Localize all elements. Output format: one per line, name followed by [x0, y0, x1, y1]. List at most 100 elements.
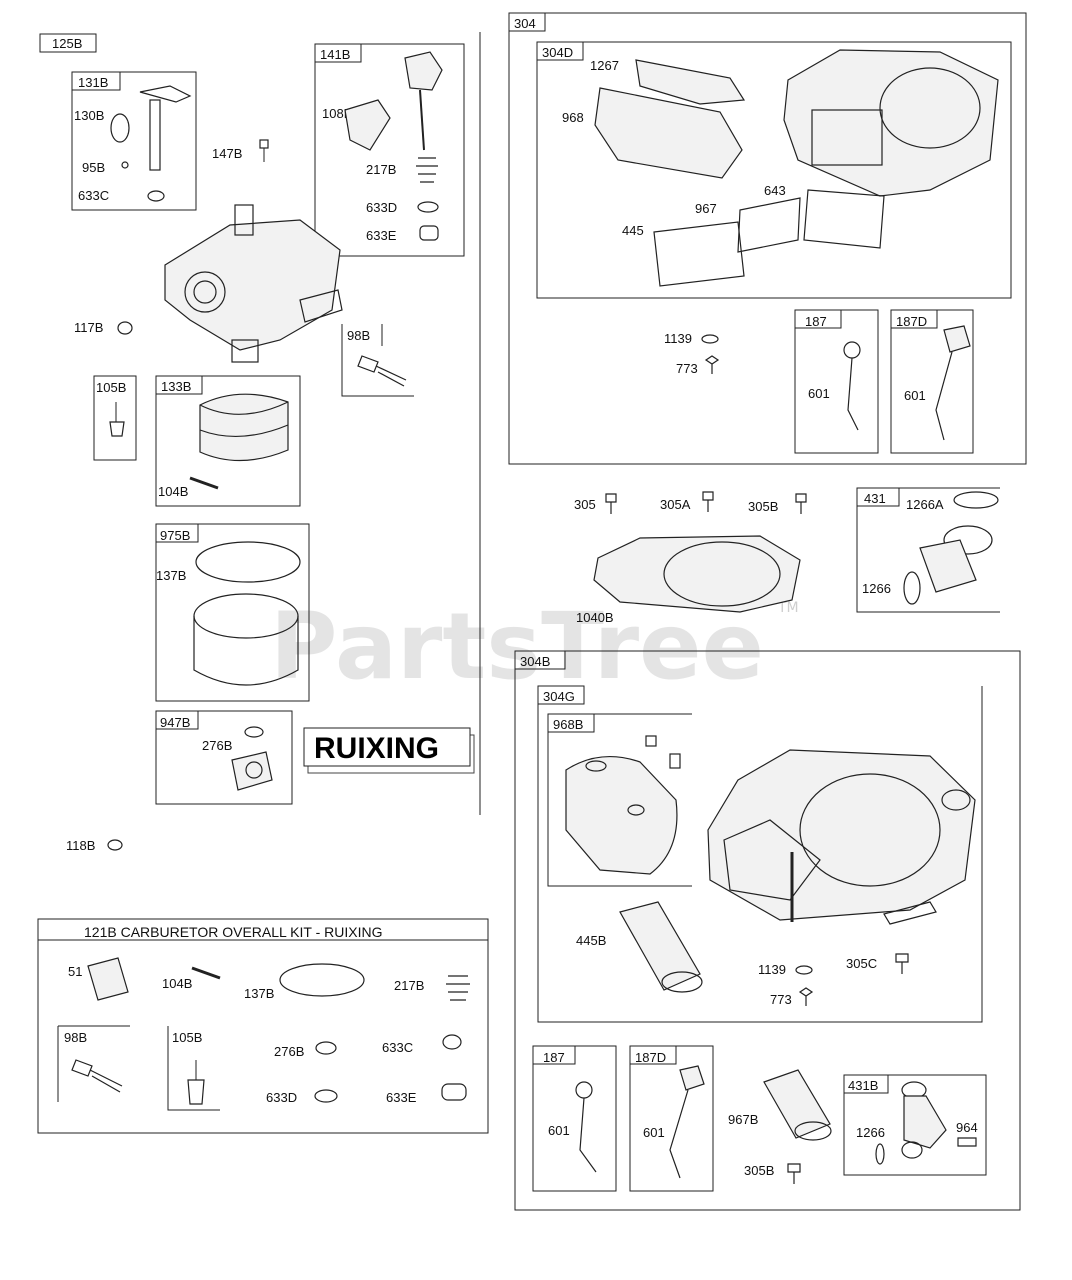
screw-147B-drawing	[259, 139, 269, 162]
screw-305B-drawing	[795, 493, 807, 514]
kit-label-633C[interactable]: 633C	[382, 1040, 413, 1055]
label-137B[interactable]: 137B	[156, 568, 186, 583]
label-967[interactable]: 967	[695, 201, 717, 216]
label-431B[interactable]: 431B	[848, 1078, 878, 1093]
label-133B[interactable]: 133B	[161, 379, 191, 394]
screw-98B-drawing	[357, 355, 407, 387]
label-217B[interactable]: 217B	[366, 162, 396, 177]
kit-label-105B[interactable]: 105B	[172, 1030, 202, 1045]
label-975B[interactable]: 975B	[160, 528, 190, 543]
label-643[interactable]: 643	[764, 183, 786, 198]
label-304[interactable]: 304	[514, 16, 536, 31]
label-95B[interactable]: 95B	[82, 160, 105, 175]
label-304G[interactable]: 304G	[543, 689, 575, 704]
label-633C[interactable]: 633C	[78, 188, 109, 203]
part-117B-drawing	[117, 321, 133, 335]
label-1139a[interactable]: 1139	[664, 331, 692, 346]
ruixing-logo: RUIXING	[303, 727, 475, 774]
kit-frame-98B	[57, 1025, 130, 1102]
kit-label-104B[interactable]: 104B	[162, 976, 192, 991]
label-187Db[interactable]: 187D	[635, 1050, 666, 1065]
part-1139b-drawing	[795, 965, 813, 975]
kit-gasket-51-drawing	[87, 957, 129, 1001]
label-445[interactable]: 445	[622, 223, 644, 238]
callout-box-947B	[155, 710, 199, 730]
kit-label-98B[interactable]: 98B	[64, 1030, 87, 1045]
label-130B[interactable]: 130B	[74, 108, 104, 123]
screw-305C-drawing	[895, 953, 909, 974]
label-117B[interactable]: 117B	[74, 320, 103, 335]
kit-screw-98B-drawing	[71, 1059, 123, 1093]
label-947B[interactable]: 947B	[160, 715, 190, 730]
label-968B[interactable]: 968B	[553, 717, 583, 732]
label-964[interactable]: 964	[956, 1120, 978, 1135]
label-1139b[interactable]: 1139	[758, 962, 786, 977]
callout-box-304B	[514, 650, 566, 670]
group-box-975B	[155, 523, 310, 702]
part-1139a-drawing	[701, 334, 719, 344]
label-187Da[interactable]: 187D	[896, 314, 927, 329]
label-773a[interactable]: 773	[676, 361, 698, 376]
label-276B[interactable]: 276B	[202, 738, 232, 753]
label-1266A[interactable]: 1266A	[906, 497, 944, 512]
label-601b[interactable]: 601	[904, 388, 926, 403]
kit-label-51[interactable]: 51	[68, 964, 82, 979]
kit-label-276B[interactable]: 276B	[274, 1044, 304, 1059]
watermark: PartsTree	[270, 593, 764, 700]
kit-seal-633C-drawing	[442, 1034, 462, 1050]
blower-housing-304D-drawing	[594, 49, 999, 287]
part-118B-drawing	[107, 839, 123, 851]
label-773b[interactable]: 773	[770, 992, 792, 1007]
label-305C[interactable]: 305C	[846, 956, 877, 971]
label-305B[interactable]: 305B	[748, 499, 778, 514]
callout-box-431	[856, 487, 900, 507]
label-304D[interactable]: 304D	[542, 45, 573, 60]
kit-label-137B[interactable]: 137B	[244, 986, 274, 1001]
label-633E[interactable]: 633E	[366, 228, 397, 243]
label-445B[interactable]: 445B	[576, 933, 606, 948]
group-box-141B	[314, 43, 465, 257]
group-box-947B	[155, 710, 293, 805]
label-1040B[interactable]: 1040B	[576, 610, 614, 625]
callout-box-131B	[71, 71, 121, 91]
group-box-304B	[514, 650, 1021, 1211]
float-133B-drawing	[189, 393, 289, 490]
callout-box-304	[508, 12, 546, 32]
callout-box-187Db	[629, 1045, 677, 1065]
fuel-line-187Da-drawing	[935, 325, 971, 441]
label-601d[interactable]: 601	[643, 1125, 665, 1140]
label-601a[interactable]: 601	[808, 386, 830, 401]
callout-box-304D	[536, 41, 584, 61]
label-1266b[interactable]: 1266	[856, 1125, 885, 1140]
callout-box-187a	[794, 309, 842, 329]
label-187b[interactable]: 187	[543, 1050, 565, 1065]
label-104B[interactable]: 104B	[158, 484, 188, 499]
label-431[interactable]: 431	[864, 491, 886, 506]
label-305Bb[interactable]: 305B	[744, 1163, 774, 1178]
label-141B[interactable]: 141B	[320, 47, 350, 62]
label-131B[interactable]: 131B	[78, 75, 108, 90]
label-125B[interactable]: 125B	[52, 36, 82, 51]
label-98B[interactable]: 98B	[347, 328, 370, 343]
label-601c[interactable]: 601	[548, 1123, 570, 1138]
label-187a[interactable]: 187	[805, 314, 827, 329]
label-1267[interactable]: 1267	[590, 58, 619, 73]
label-305[interactable]: 305	[574, 497, 596, 512]
kit-label-217B[interactable]: 217B	[394, 978, 424, 993]
label-967B[interactable]: 967B	[728, 1112, 758, 1127]
solenoid-947B-drawing	[231, 726, 273, 791]
label-633D[interactable]: 633D	[366, 200, 397, 215]
callout-box-304G	[537, 685, 585, 705]
label-105B[interactable]: 105B	[96, 380, 126, 395]
callout-box-968B	[547, 713, 595, 733]
label-118B[interactable]: 118B	[66, 838, 95, 853]
label-1266a[interactable]: 1266	[862, 581, 891, 596]
label-304B[interactable]: 304B	[520, 654, 550, 669]
kit-label-633E[interactable]: 633E	[386, 1090, 417, 1105]
kit-label-633D[interactable]: 633D	[266, 1090, 297, 1105]
label-305A[interactable]: 305A	[660, 497, 691, 512]
label-147B[interactable]: 147B	[212, 146, 242, 161]
group-frame-304G	[537, 686, 983, 1023]
label-968[interactable]: 968	[562, 110, 584, 125]
filter-967B-drawing	[763, 1069, 832, 1141]
